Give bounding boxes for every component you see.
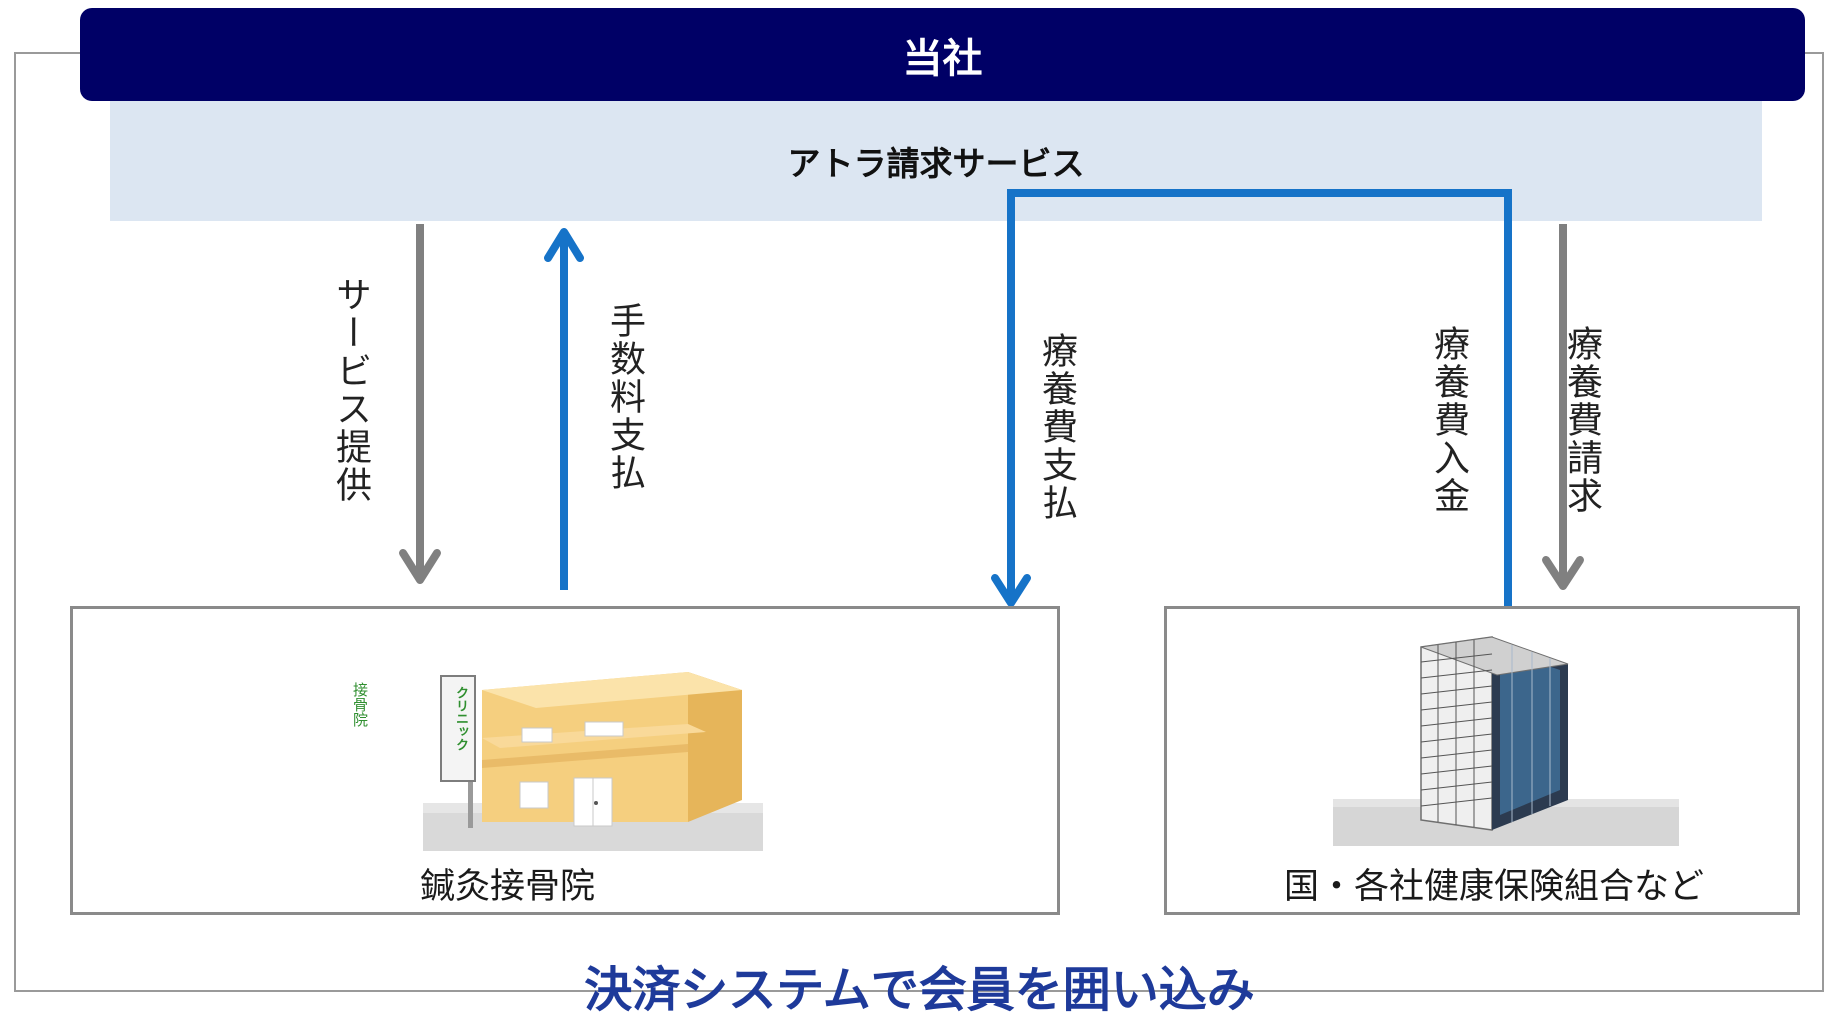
company-header: 当社 <box>80 8 1805 101</box>
service-provision-arrow <box>399 224 441 584</box>
tagline: 決済システムで会員を囲い込み <box>584 962 1255 1018</box>
fee-payment-label: 手数料支払 <box>604 302 645 492</box>
medical-fee-payment-label: 療養費支払 <box>1036 332 1077 522</box>
medical-fee-claim-label: 療養費請求 <box>1561 325 1602 515</box>
medical-fee-deposit-label: 療養費入金 <box>1428 325 1469 515</box>
insurer-caption: 国・各社健康保険組合など <box>1284 867 1705 907</box>
flow-arrows <box>399 189 1584 608</box>
company-title: 当社 <box>902 35 983 82</box>
billing-service-band: アトラ請求サービス <box>110 101 1762 221</box>
clinic-sign-text: クリニック <box>453 686 468 751</box>
clinic-caption: 鍼灸接骨院 <box>420 867 596 907</box>
service-provision-label: サービス提供 <box>330 276 371 504</box>
billing-service-label: アトラ請求サービス <box>787 144 1085 183</box>
medical-fee-payment-arrow <box>991 189 1512 608</box>
fee-payment-arrow <box>544 228 584 590</box>
bonesetter-sign-text: 接骨院 <box>351 682 369 727</box>
medical-fee-claim-arrow <box>1542 224 1584 590</box>
